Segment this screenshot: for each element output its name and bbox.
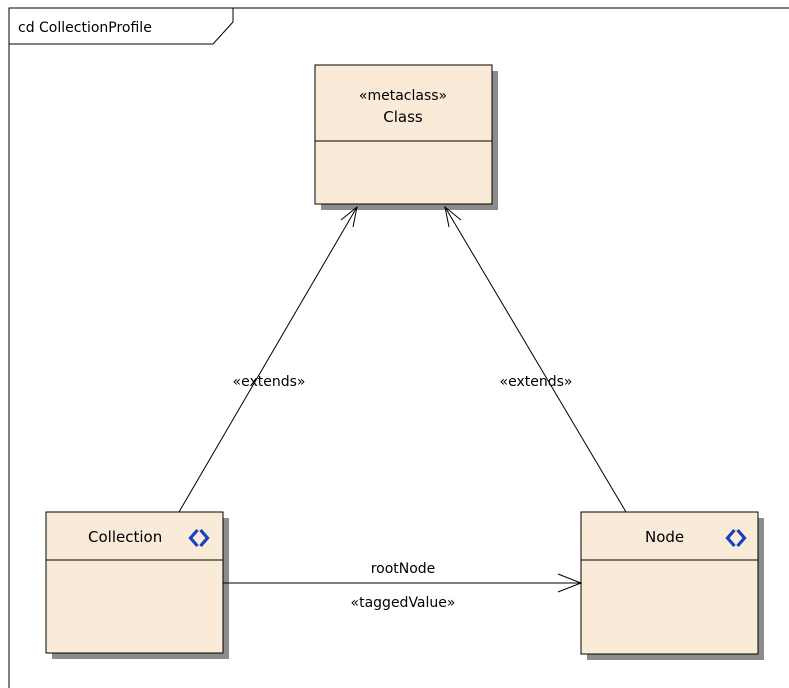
- extends-connector-right[interactable]: «extends»: [444, 205, 627, 513]
- node-class-box[interactable]: Node: [580, 511, 764, 660]
- extends-line-left: [178, 206, 358, 513]
- extends-line-right: [444, 206, 627, 513]
- open-arrowhead-icon: [340, 205, 358, 228]
- open-arrowhead-icon: [444, 205, 462, 228]
- frame-border: [8, 7, 789, 688]
- association-role-label: rootNode: [371, 561, 436, 577]
- frame-label: cd CollectionProfile: [18, 20, 152, 36]
- stereotype-chevrons-icon: [188, 528, 210, 548]
- extends-connector-left[interactable]: «extends»: [178, 205, 358, 513]
- extends-label-right: «extends»: [500, 374, 573, 390]
- diagram-frame: cd CollectionProfile: [8, 7, 789, 688]
- collection-name: Collection: [88, 528, 162, 546]
- metaclass-class-box[interactable]: «metaclass» Class: [314, 64, 498, 210]
- extends-label-left: «extends»: [233, 374, 306, 390]
- association-connector[interactable]: rootNode «taggedValue»: [223, 561, 583, 611]
- collection-class-box[interactable]: Collection: [45, 511, 229, 659]
- stereotype-chevrons-icon: [725, 528, 747, 548]
- association-stereotype-label: «taggedValue»: [351, 595, 456, 611]
- node-name: Node: [645, 528, 684, 546]
- open-arrowhead-icon: [557, 573, 583, 593]
- metaclass-stereotype: «metaclass»: [359, 88, 447, 104]
- class-body: [314, 64, 493, 205]
- frame-label-tab: [9, 8, 234, 45]
- metaclass-name: Class: [383, 108, 423, 126]
